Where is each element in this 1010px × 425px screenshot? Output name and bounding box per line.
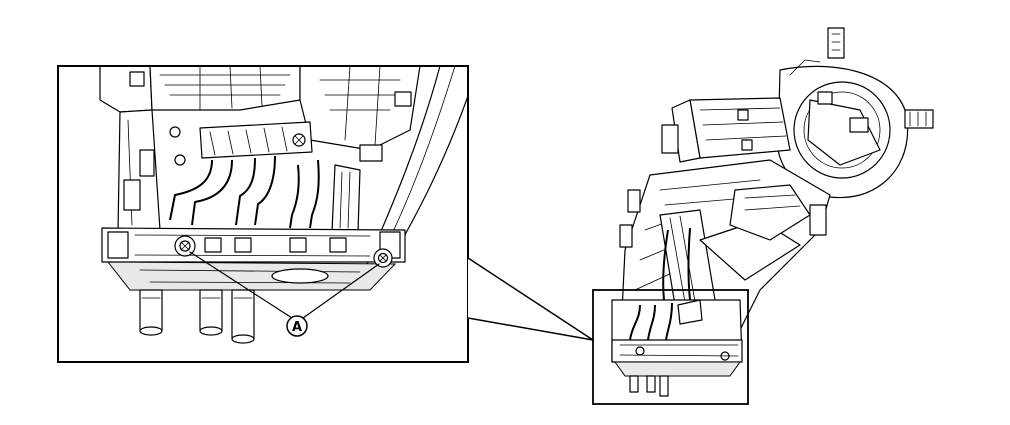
zoom-frame	[592, 289, 749, 405]
heater-unit-lower-section	[611, 299, 743, 397]
callout-a: A	[286, 315, 308, 337]
detail-frame	[57, 65, 469, 363]
screw-fastener-left	[174, 235, 196, 257]
zoom-wedge	[467, 257, 594, 341]
heater-pipe-group	[139, 289, 255, 344]
detail-view-drawing	[99, 66, 468, 344]
screw-fastener-right	[373, 248, 393, 268]
callout-label: A	[292, 320, 302, 335]
heater-unit-assembly	[592, 27, 934, 405]
detail-view: A	[57, 65, 469, 363]
